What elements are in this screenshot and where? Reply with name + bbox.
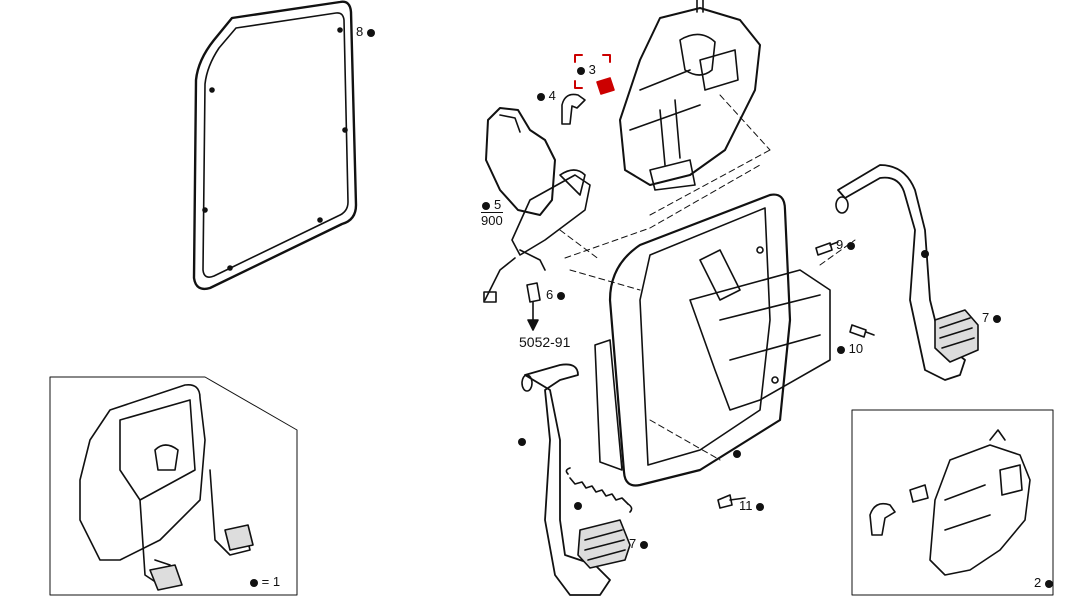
callout-11-dot <box>756 502 765 511</box>
part-8-gasket <box>192 0 358 291</box>
callout-6-number: 6 <box>546 287 554 302</box>
group-ref-denominator: 900 <box>481 212 503 228</box>
part-10-bolt <box>849 324 875 338</box>
callout-3-dot <box>577 66 585 75</box>
callout-2-number: 2 <box>1034 575 1042 590</box>
callout-4-number: 4 <box>548 88 556 103</box>
part-4-elbow-fitting <box>561 93 586 125</box>
group-reference-5-900: 5 900 <box>481 197 503 228</box>
inset-box-2 <box>851 409 1054 596</box>
marker-dot-left-pedal <box>518 438 526 446</box>
return-spring <box>565 467 633 513</box>
callout-8: 8 <box>356 25 375 39</box>
callout-10-dot <box>837 345 845 354</box>
group-ref-numerator: 5 <box>494 197 502 212</box>
callout-6-dot <box>556 291 565 300</box>
part-2-actuator-unit <box>619 0 761 191</box>
callout-7-left-number: 7 <box>629 536 637 551</box>
callout-7-left: 7 <box>629 537 648 551</box>
callout-11: 11 <box>739 498 765 513</box>
callout-7-left-dot <box>639 540 648 549</box>
callout-2-inset: 2 <box>1034 576 1053 590</box>
part-11-bolt <box>717 494 746 509</box>
callout-1-inset: = 1 <box>250 575 280 589</box>
callout-6: 6 <box>546 288 565 302</box>
callout-2-dot <box>1044 579 1053 588</box>
callout-4: 4 <box>537 89 556 103</box>
part-7-pedal-pad-right <box>934 309 979 363</box>
callout-1-number: = 1 <box>261 574 281 589</box>
marker-dot-spring <box>574 502 582 510</box>
callout-11-number: 11 <box>739 498 753 513</box>
callout-10: 10 <box>837 342 863 356</box>
callout-4-dot <box>537 92 545 101</box>
pedal-box-housing <box>594 193 831 487</box>
callout-7-right-number: 7 <box>982 310 990 325</box>
left-pedal-arm <box>521 363 611 596</box>
marker-dot-housing <box>733 450 741 458</box>
callout-8-number: 8 <box>356 24 364 39</box>
part-6-connector <box>526 282 541 331</box>
part-7-pedal-pad-left <box>577 519 631 569</box>
callout-3-number: 3 <box>588 62 596 77</box>
inset-box-1 <box>49 376 298 596</box>
right-pedal-arm <box>835 164 966 381</box>
callout-9: 9 <box>836 238 855 252</box>
callout-5-dot <box>482 201 491 210</box>
callout-7-right-dot <box>992 314 1001 323</box>
callout-9-number: 9 <box>836 237 844 252</box>
part-9-bolt <box>815 241 839 256</box>
callout-10-number: 10 <box>848 341 864 356</box>
callout-3: 3 <box>577 63 596 77</box>
callout-7-right: 7 <box>982 311 1001 325</box>
callout-9-dot <box>846 241 855 250</box>
marker-dot-right-pedal <box>921 250 929 258</box>
part-5-reservoir-cylinder <box>483 107 591 303</box>
callout-1-dot <box>250 578 258 587</box>
callout-8-dot <box>366 28 375 37</box>
part-3-fitting <box>574 54 615 95</box>
cross-reference-label[interactable]: 5052-91 <box>519 334 571 350</box>
